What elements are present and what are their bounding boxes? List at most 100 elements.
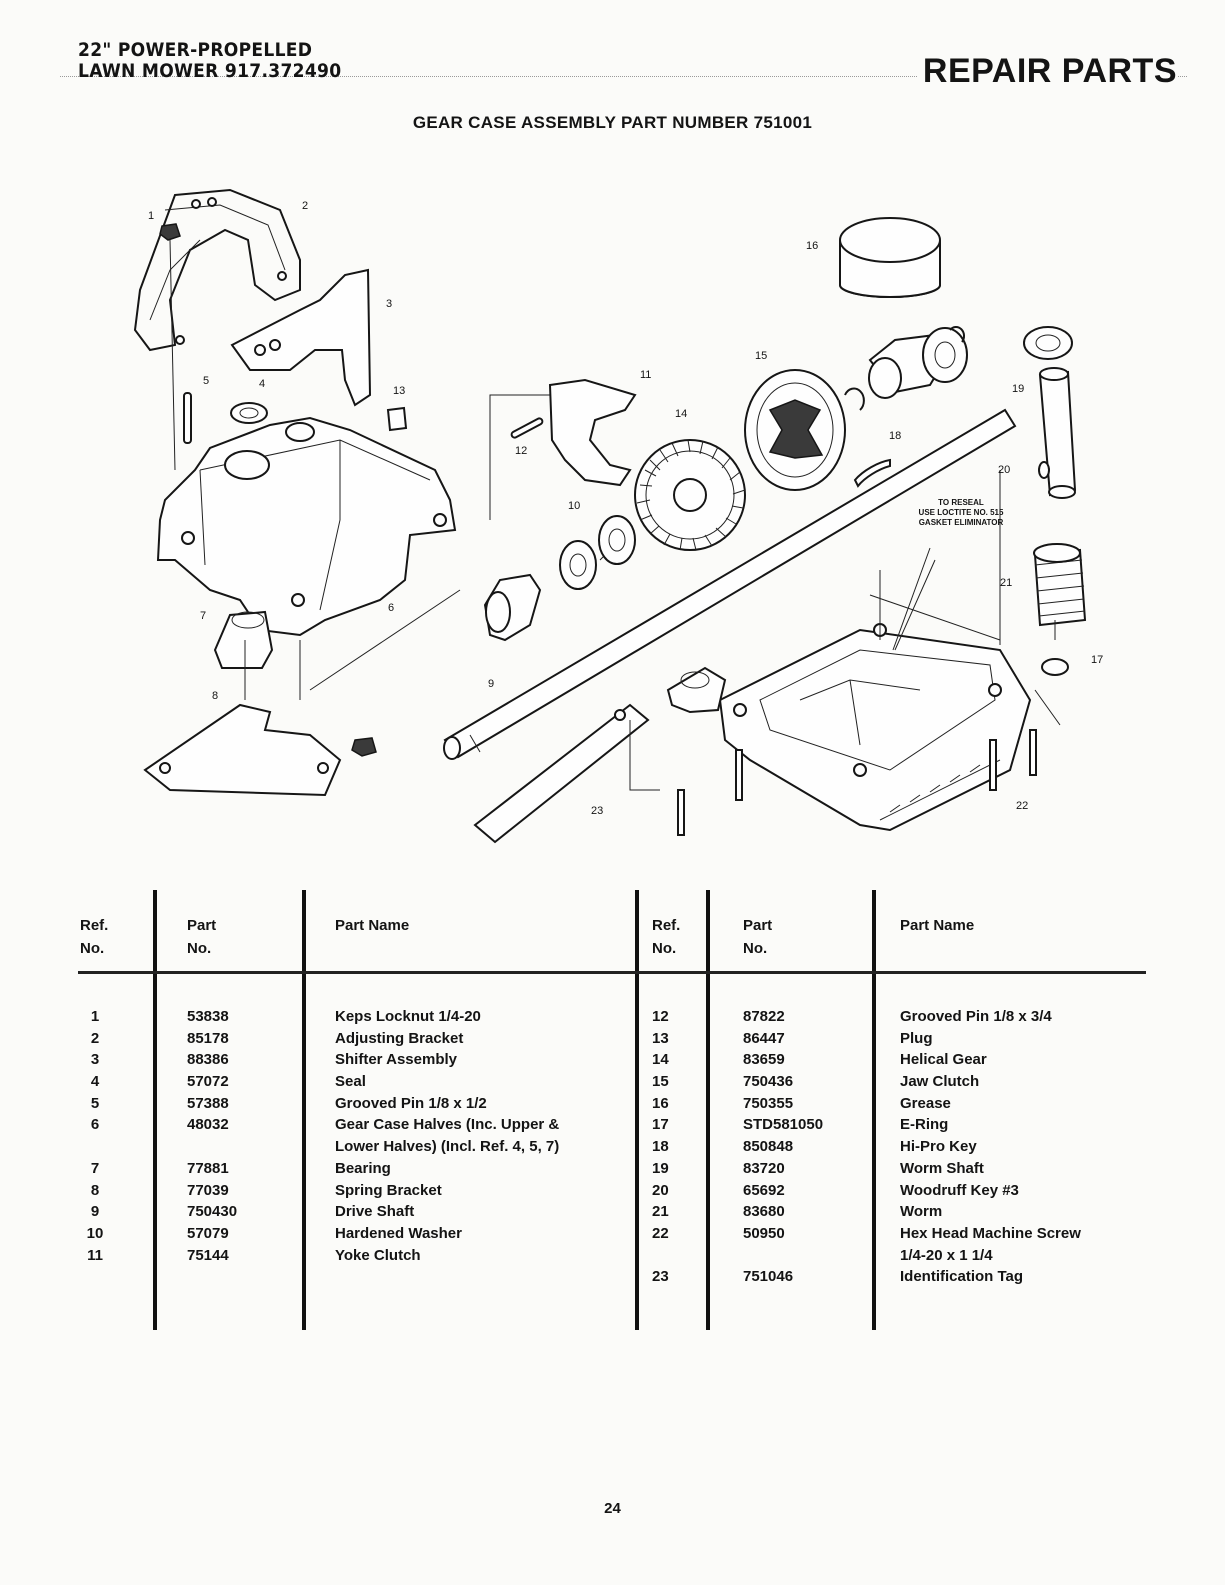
hex-screw-3 bbox=[989, 739, 997, 791]
section-title: REPAIR PARTS bbox=[916, 52, 1177, 91]
right-name-header: Part Name bbox=[900, 917, 975, 934]
table-cell: 83680 bbox=[743, 1203, 785, 1221]
table-cell: 48032 bbox=[187, 1116, 229, 1134]
model-title-line2: LAWN MOWER 917.372490 bbox=[78, 60, 342, 82]
table-cell: 19 bbox=[652, 1159, 669, 1177]
table-cell: 23 bbox=[652, 1268, 669, 1286]
helical-gear bbox=[634, 439, 746, 551]
hi-pro-key bbox=[853, 458, 891, 488]
table-cell: 750355 bbox=[743, 1094, 794, 1112]
e-ring-lower bbox=[1041, 658, 1069, 676]
woodruff-key bbox=[1038, 461, 1050, 479]
column-divider bbox=[153, 890, 157, 1330]
table-cell: Jaw Clutch bbox=[900, 1073, 980, 1091]
table-cell: 22 bbox=[652, 1224, 669, 1242]
table-cell: Identification Tag bbox=[900, 1268, 1024, 1286]
right-name-column: Grooved Pin 1/8 x 3/4 Plug Helical Gear … bbox=[900, 1006, 1081, 1288]
model-title: 22" POWER-PROPELLED LAWN MOWER 917.37249… bbox=[78, 40, 341, 82]
table-cell: 86447 bbox=[743, 1029, 785, 1047]
grooved-pin bbox=[183, 392, 192, 444]
table-cell: STD581050 bbox=[743, 1116, 824, 1134]
right-ref-header: Ref.No. bbox=[652, 917, 681, 957]
table-cell: Drive Shaft bbox=[335, 1203, 415, 1221]
table-cell: 2 bbox=[90, 1029, 100, 1047]
table-cell bbox=[652, 1245, 669, 1267]
plug bbox=[386, 406, 408, 432]
table-cell: Bearing bbox=[335, 1159, 391, 1177]
table-cell: Helical Gear bbox=[900, 1051, 987, 1069]
table-cell: 17 bbox=[652, 1116, 669, 1134]
keps-locknut-bottom bbox=[351, 737, 377, 757]
table-cell: 1/4-20 x 1 1/4 bbox=[900, 1246, 993, 1264]
table-cell bbox=[187, 1136, 237, 1158]
table-cell: Plug bbox=[900, 1029, 933, 1047]
right-part-column: 87822 86447 83659 750436 750355 STD58105… bbox=[743, 1006, 823, 1288]
table-cell: 21 bbox=[652, 1203, 669, 1221]
grooved-pin-12 bbox=[510, 417, 544, 439]
table-cell: 83720 bbox=[743, 1159, 785, 1177]
adjusting-bracket bbox=[133, 188, 301, 352]
hex-screw-1 bbox=[677, 789, 685, 836]
hardened-washer-left bbox=[598, 515, 636, 565]
hex-screw-2 bbox=[735, 749, 743, 801]
column-divider bbox=[302, 890, 306, 1330]
table-cell: Spring Bracket bbox=[335, 1181, 442, 1199]
table-cell: 57072 bbox=[187, 1073, 229, 1091]
table-cell: 87822 bbox=[743, 1008, 785, 1025]
table-cell: 85178 bbox=[187, 1029, 229, 1047]
header-underline bbox=[78, 971, 1146, 974]
table-cell: Woodruff Key #3 bbox=[900, 1181, 1019, 1199]
table-cell: 14 bbox=[652, 1051, 669, 1069]
table-cell: 77039 bbox=[187, 1181, 229, 1199]
table-cell: 50950 bbox=[743, 1224, 785, 1242]
table-cell: 75144 bbox=[187, 1246, 229, 1264]
column-divider bbox=[872, 890, 876, 1330]
yoke-clutch bbox=[548, 378, 637, 487]
left-name-header: Part Name bbox=[335, 917, 410, 934]
table-cell: 4 bbox=[90, 1073, 100, 1091]
table-cell: 10 bbox=[86, 1224, 104, 1242]
exploded-view-diagram bbox=[133, 188, 1087, 844]
table-cell: Hardened Washer bbox=[335, 1224, 462, 1242]
table-cell: 83659 bbox=[743, 1051, 785, 1069]
left-part-column: 53838 85178 88386 57072 57388 48032 7788… bbox=[187, 1006, 237, 1266]
table-cell: Yoke Clutch bbox=[335, 1246, 421, 1264]
table-cell: 77881 bbox=[187, 1159, 229, 1177]
table-cell: 18 bbox=[652, 1138, 669, 1156]
e-ring-11 bbox=[949, 325, 966, 343]
table-cell: Grease bbox=[900, 1094, 951, 1112]
table-cell: 16 bbox=[652, 1094, 669, 1112]
table-cell: Worm bbox=[900, 1203, 943, 1221]
table-cell: 3 bbox=[90, 1051, 100, 1069]
table-cell: Gear Case Halves (Inc. Upper & bbox=[335, 1116, 560, 1134]
table-cell: 13 bbox=[652, 1029, 669, 1047]
bearing-lower bbox=[666, 666, 727, 714]
table-cell: 12 bbox=[652, 1008, 669, 1025]
table-cell: 53838 bbox=[187, 1008, 229, 1025]
table-cell: 9 bbox=[90, 1203, 100, 1221]
table-cell: Shifter Assembly bbox=[335, 1051, 457, 1069]
table-cell: 6 bbox=[90, 1116, 100, 1134]
table-cell bbox=[743, 1245, 823, 1267]
table-cell: E-Ring bbox=[900, 1116, 949, 1134]
table-cell: Seal bbox=[335, 1073, 366, 1091]
table-cell: 20 bbox=[652, 1181, 669, 1199]
table-cell: 88386 bbox=[187, 1051, 229, 1069]
table-cell: 750430 bbox=[187, 1203, 238, 1221]
left-ref-header: Ref.No. bbox=[80, 917, 109, 957]
e-ring-17 bbox=[844, 387, 865, 411]
assembly-title: GEAR CASE ASSEMBLY PART NUMBER 751001 bbox=[412, 113, 813, 132]
table-cell: 1 bbox=[90, 1008, 100, 1025]
table-cell: Worm Shaft bbox=[900, 1159, 984, 1177]
table-cell: 850848 bbox=[743, 1138, 794, 1156]
table-cell: 7 bbox=[90, 1159, 100, 1177]
table-cell: 57079 bbox=[187, 1224, 229, 1242]
keps-locknut-top bbox=[159, 223, 181, 241]
table-cell: 5 bbox=[90, 1094, 100, 1112]
hex-screw-4 bbox=[1029, 729, 1037, 776]
table-cell: Keps Locknut 1/4-20 bbox=[335, 1008, 481, 1025]
left-name-column: Keps Locknut 1/4-20 Adjusting Bracket Sh… bbox=[335, 1006, 559, 1266]
table-cell: 750436 bbox=[743, 1073, 794, 1091]
